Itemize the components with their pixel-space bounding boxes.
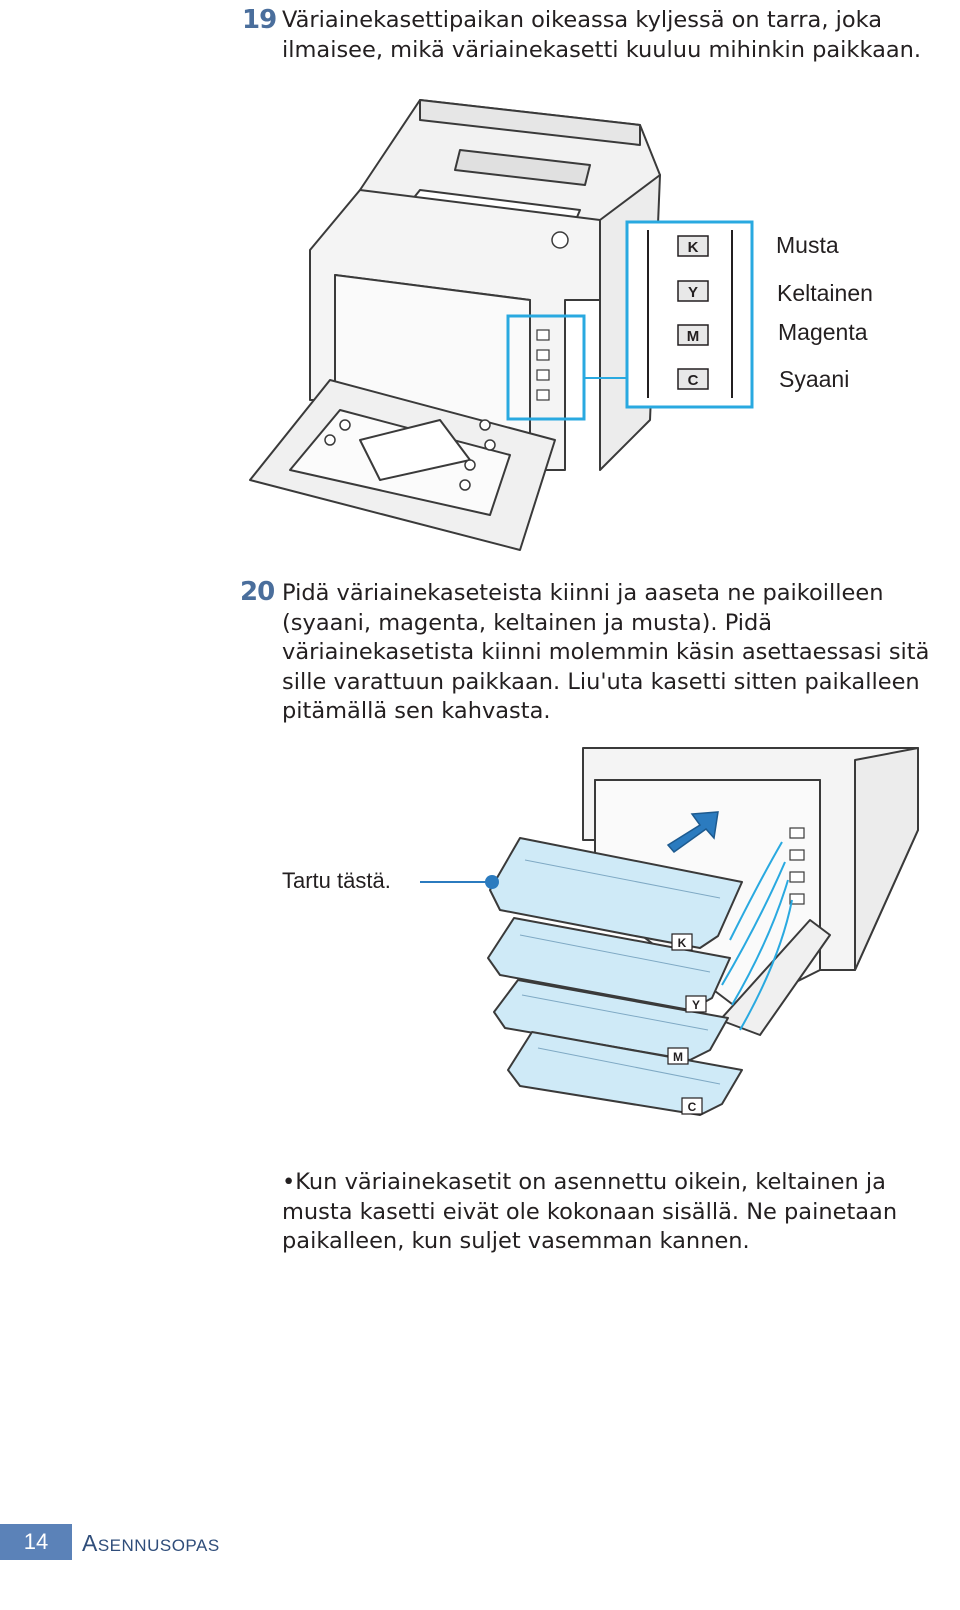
footer-title-initial: A [82,1530,98,1556]
installation-note: •Kun väriainekasetit on asennettu oikein… [282,1169,898,1254]
label-musta: Musta [776,232,839,258]
step-19-text: Väriainekasettipaikan oikeassa kyljessä … [282,7,922,63]
step-number-19: 19 [242,5,277,35]
footer-section-title: ASENNUSOPAS [82,1530,220,1557]
sticker-letter-k: K [688,239,699,256]
sticker-letter-c: C [688,372,699,389]
grip-point-marker [485,875,499,889]
sticker-letter-m: M [687,328,700,345]
page-number: 14 [23,1529,49,1554]
grip-label: Tartu tästä. [282,868,391,893]
footer-title-rest: SENNUSOPAS [97,1536,220,1555]
label-keltainen: Keltainen [777,280,873,306]
cartridge-letter-k: K [678,936,687,950]
cartridge-letter-m: M [673,1050,683,1064]
sticker-letter-y: Y [688,284,698,301]
label-magenta: Magenta [778,319,868,345]
cartridge-letter-c: C [688,1100,697,1114]
step-20-text: Pidä väriainekaseteista kiinni ja aaseta… [282,580,930,724]
step-number-20: 20 [240,577,275,607]
page-number-badge: 14 [0,1524,72,1560]
label-syaani: Syaani [779,366,850,392]
cartridge-letter-y: Y [692,998,700,1012]
